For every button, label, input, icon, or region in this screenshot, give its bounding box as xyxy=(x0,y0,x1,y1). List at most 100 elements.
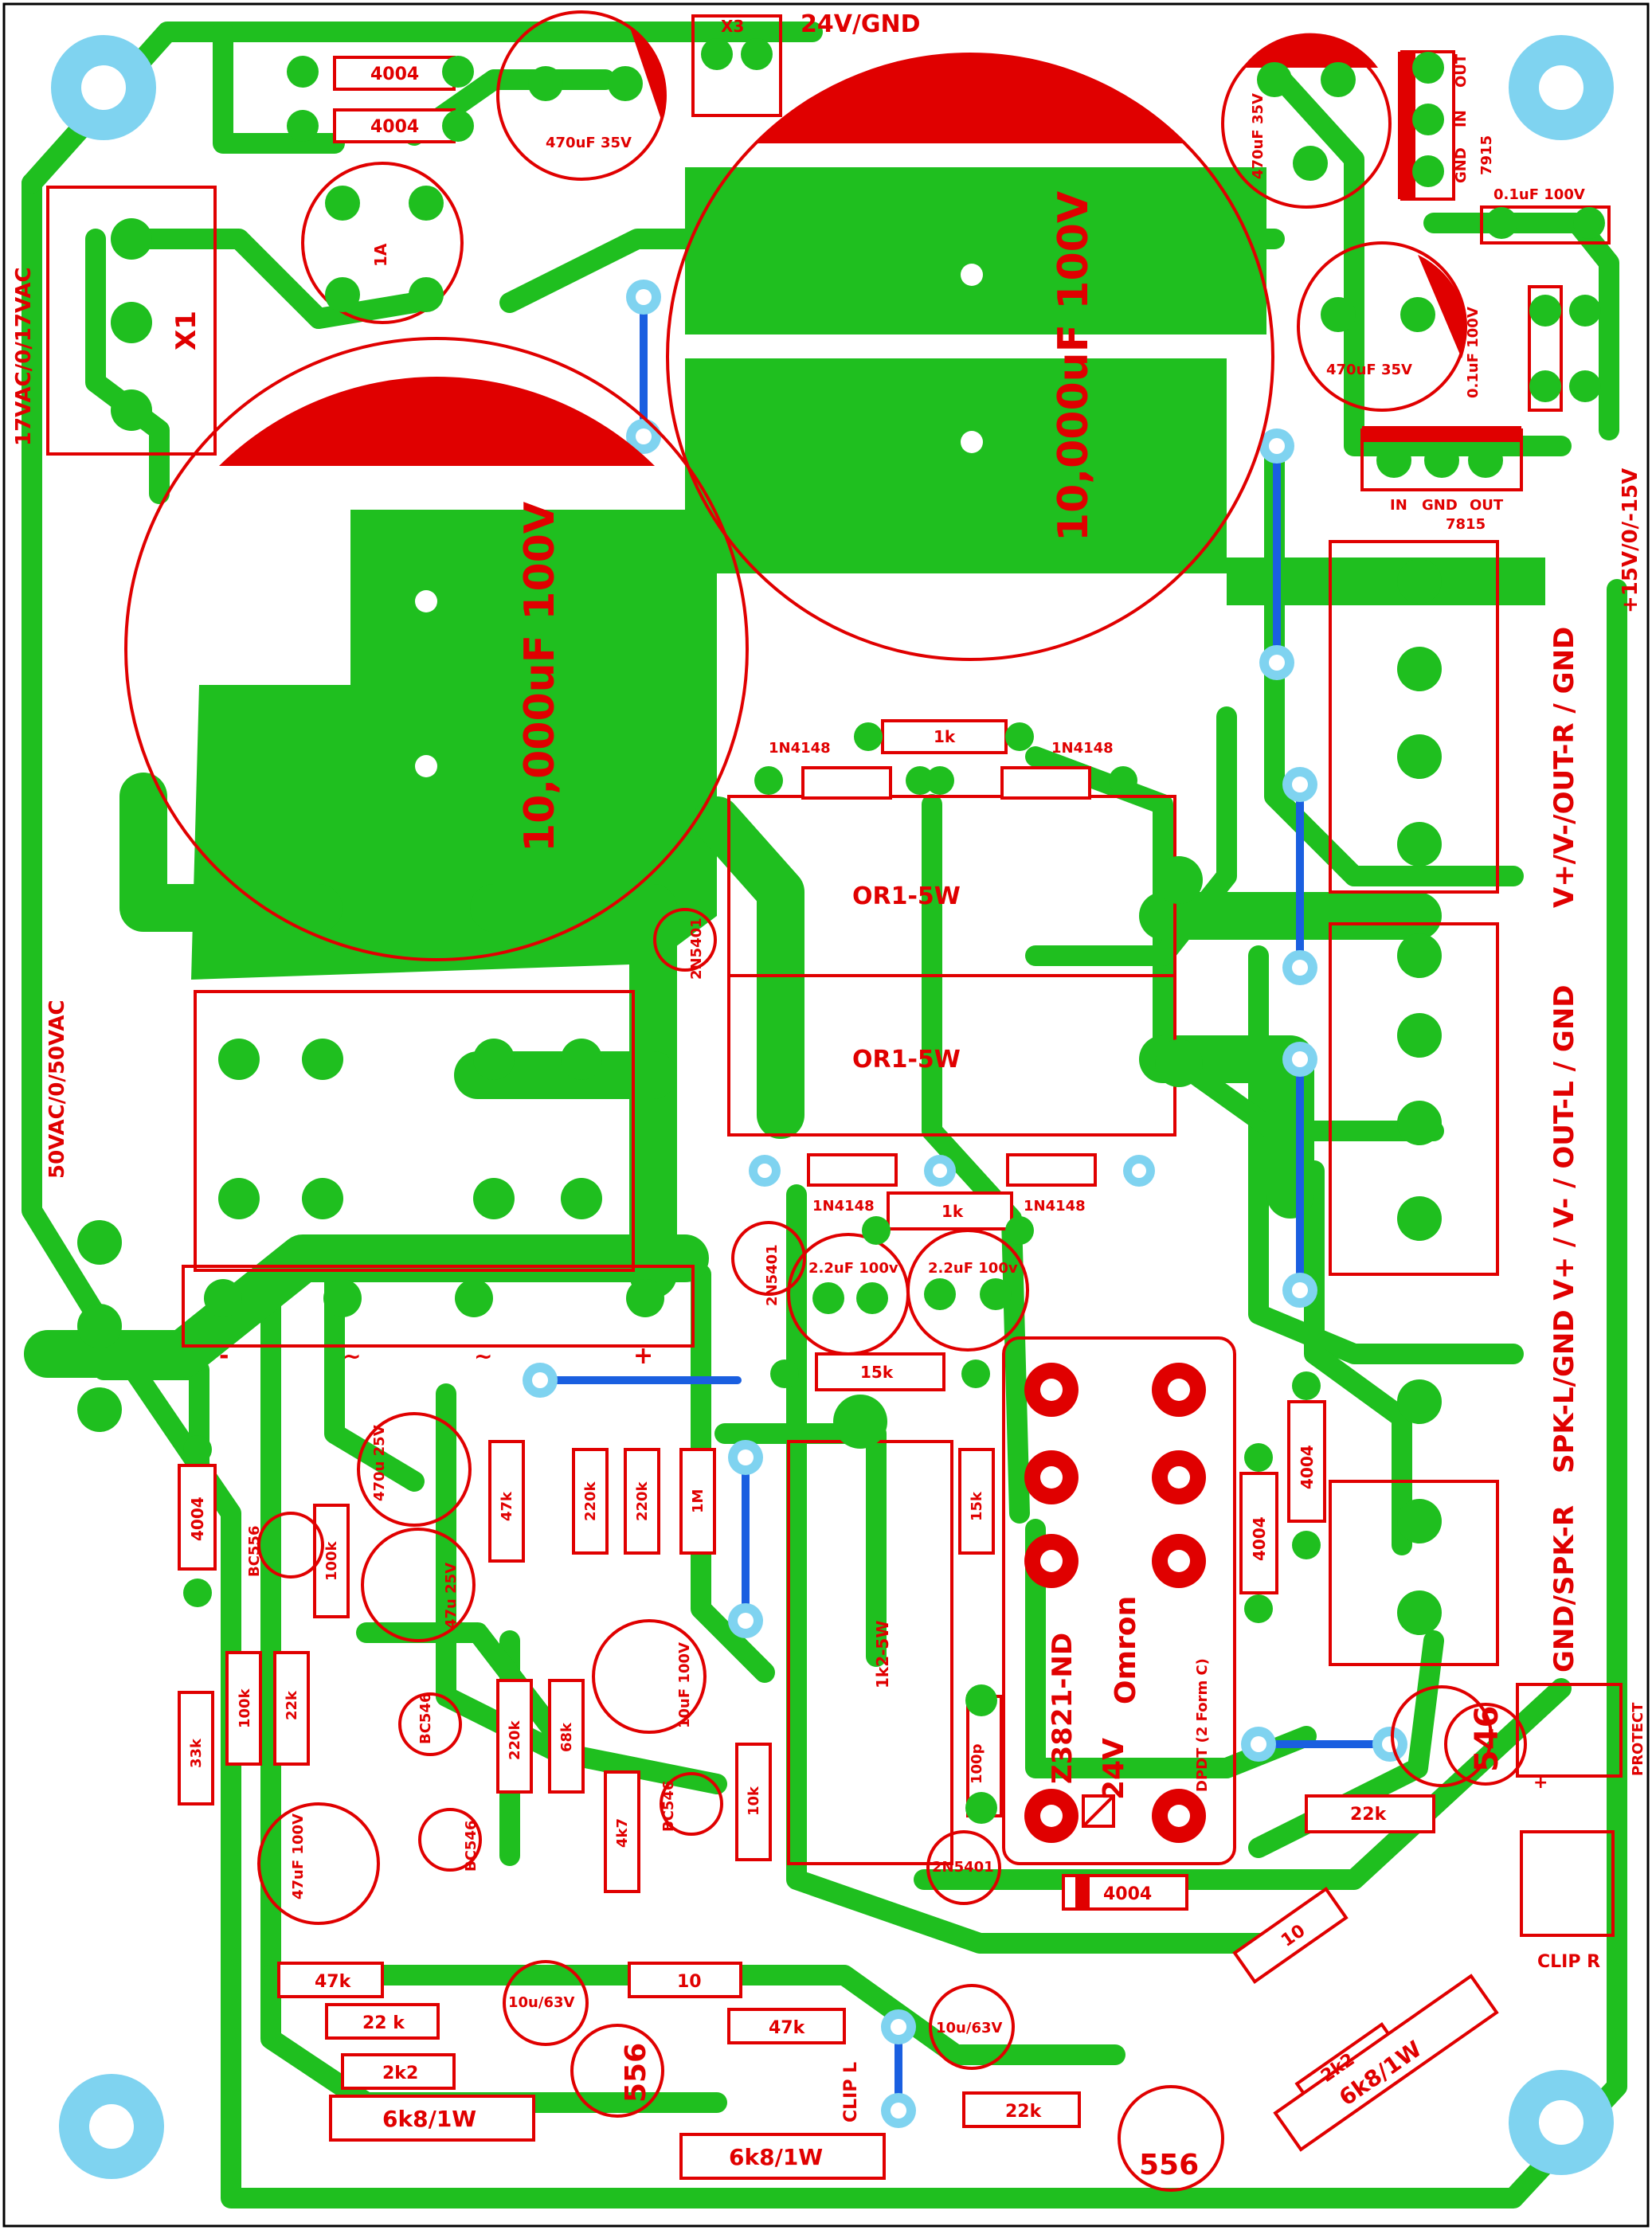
label-left-top: 17VAC/0/17VAC xyxy=(12,267,36,446)
label-right-top: +15V/0/-15V xyxy=(1619,468,1642,613)
label-r100k-2: 100k xyxy=(237,1688,253,1728)
label-minus: - xyxy=(219,1342,229,1370)
label-relay-brand: Omron xyxy=(1110,1596,1142,1704)
label-r47k-b2: 47k xyxy=(769,2018,806,2038)
label-r1k2: 1k2-5W xyxy=(873,1621,892,1688)
label-cap-01-1: 0.1uF 100V xyxy=(1493,186,1585,203)
label-r22k-v: 22k xyxy=(284,1690,300,1720)
mount-hole-top-right xyxy=(1509,35,1614,140)
mount-hole-bottom-left xyxy=(59,2074,164,2179)
label-r220k-3: 220k xyxy=(507,1719,523,1760)
copper-pour-left xyxy=(350,510,717,685)
label-diode-3: 4004 xyxy=(188,1496,207,1541)
label-protect-plus: + xyxy=(1533,1773,1548,1793)
label-r220k-1: 220k xyxy=(582,1481,599,1521)
label-bc546-3: BC546 xyxy=(660,1780,677,1832)
label-r15k-v: 15k xyxy=(969,1491,985,1521)
label-clip-r: CLIP R xyxy=(1537,1952,1600,1972)
label-r68k: 68k xyxy=(558,1722,575,1752)
label-r1m: 1M xyxy=(690,1489,707,1513)
label-diode-2: 4004 xyxy=(370,117,419,137)
label-cap-470-r1: 470uF 35V xyxy=(1250,93,1266,179)
label-1n4148-2: 1N4148 xyxy=(1051,740,1114,757)
label-r47k-b1: 47k xyxy=(315,1972,352,1992)
label-ac2: ~ xyxy=(474,1343,492,1369)
label-r4k7: 4k7 xyxy=(614,1818,631,1848)
label-reg1-out: OUT xyxy=(1453,53,1470,88)
label-ic556-1: 556 xyxy=(620,2043,652,2103)
silkscreen-labels: 17VAC/0/17VAC 50VAC/0/50VAC 24V/GND +15V… xyxy=(12,10,1646,2181)
label-or2: OR1-5W xyxy=(852,1046,961,1074)
label-r2k2-1: 2k2 xyxy=(382,2064,418,2083)
copper-pour-top xyxy=(685,167,1266,334)
mount-hole-top-left xyxy=(51,35,156,140)
label-top-center: 24V/GND xyxy=(801,10,921,38)
label-clip-l: CLIP L xyxy=(841,2062,861,2122)
label-x3: X3 xyxy=(721,17,744,36)
label-r47k-v: 47k xyxy=(499,1491,515,1521)
label-cap-47u-100: 47uF 100V xyxy=(290,1813,307,1899)
label-reg2-gnd: GND xyxy=(1422,497,1458,514)
mount-hole-bottom-right xyxy=(1509,2070,1614,2175)
label-cap-470-r2: 470uF 35V xyxy=(1326,362,1412,378)
label-reg1-part: 7915 xyxy=(1478,135,1495,175)
label-relay-part: Z3821-ND xyxy=(1047,1633,1078,1784)
label-1n4148-1: 1N4148 xyxy=(769,740,831,757)
label-bc546-1: BC546 xyxy=(417,1692,434,1744)
label-ac1: ~ xyxy=(343,1343,361,1369)
big-capacitors xyxy=(124,53,1274,961)
vias xyxy=(523,280,1407,2128)
connector-x1-outline xyxy=(46,186,217,456)
label-r6k8-2: 6k8/1W xyxy=(729,2144,823,2170)
label-reg2-part: 7815 xyxy=(1446,516,1486,533)
label-reg1-gnd: GND xyxy=(1453,147,1470,183)
mounting-holes xyxy=(51,35,1614,2179)
label-r6k8-1: 6k8/1W xyxy=(382,2106,476,2132)
label-r10-1: 10 xyxy=(677,1972,702,1992)
label-cap-10u-100: 10uF 100V xyxy=(676,1642,693,1728)
label-fuse: 1A xyxy=(371,243,390,267)
label-cap-10u63-2: 10u/63V xyxy=(936,2020,1002,2036)
label-relay-voltage: 24V xyxy=(1098,1738,1130,1800)
label-right-out: V+/V-/OUT-R / GND xyxy=(1548,627,1580,908)
copper-pour-cap xyxy=(685,358,1227,573)
label-r1k-top: 1k xyxy=(934,727,956,746)
cap-outline-c1 xyxy=(124,337,749,961)
label-x1: X1 xyxy=(170,311,202,350)
label-reg2-in: IN xyxy=(1390,497,1407,514)
label-r100k-1: 100k xyxy=(323,1540,340,1581)
label-cap-470-25: 470u 25V xyxy=(371,1425,388,1501)
label-cap-22-1: 2.2uF 100v xyxy=(808,1260,898,1277)
label-t2n5401-1: 2N5401 xyxy=(688,917,705,980)
label-1n4148-3: 1N4148 xyxy=(812,1198,875,1215)
label-r22k-b2: 22k xyxy=(1005,2102,1043,2122)
connector-x3-outline xyxy=(691,14,782,117)
label-cap-10u63-1: 10u/63V xyxy=(508,1994,574,2011)
label-t2n5401-3: 2N5401 xyxy=(932,1859,994,1876)
label-right-out2: SPK-L/GND V+ / V- / OUT-L / GND xyxy=(1548,984,1580,1473)
label-bigcap-1: 10,000uF 100V xyxy=(516,502,564,852)
label-or1: OR1-5W xyxy=(852,882,961,910)
label-cap-01-2: 0.1uF 100V xyxy=(1465,307,1482,398)
label-diode-4: 4004 xyxy=(1298,1445,1317,1489)
label-protect: PROTECT xyxy=(1630,1702,1646,1776)
label-ic556-2: 556 xyxy=(1139,2149,1199,2181)
label-left-mid: 50VAC/0/50VAC xyxy=(45,1000,69,1179)
label-reg2-out: OUT xyxy=(1470,497,1504,514)
pads xyxy=(77,38,1605,1843)
copper-pour-right xyxy=(1227,558,1545,605)
label-cap-22-2: 2.2uF 100v xyxy=(928,1260,1018,1277)
cap-outline-c2 xyxy=(666,53,1274,661)
label-relay-desc: DPDT (2 Form C) xyxy=(1194,1658,1211,1792)
label-r10k: 10k xyxy=(746,1786,762,1816)
label-r22k-b: 22 k xyxy=(362,2013,405,2033)
label-bigcap-2: 10,000uF 100V xyxy=(1050,191,1098,542)
label-r15k-h: 15k xyxy=(860,1363,894,1382)
label-cap-47-25: 47u 25V xyxy=(443,1563,460,1629)
label-t2n5401-2: 2N5401 xyxy=(764,1244,781,1306)
label-diode-1: 4004 xyxy=(370,65,419,84)
label-bc546-2: BC546 xyxy=(463,1820,480,1872)
label-r22k-h: 22k xyxy=(1350,1805,1388,1825)
label-diode-5: 4004 xyxy=(1250,1516,1269,1561)
